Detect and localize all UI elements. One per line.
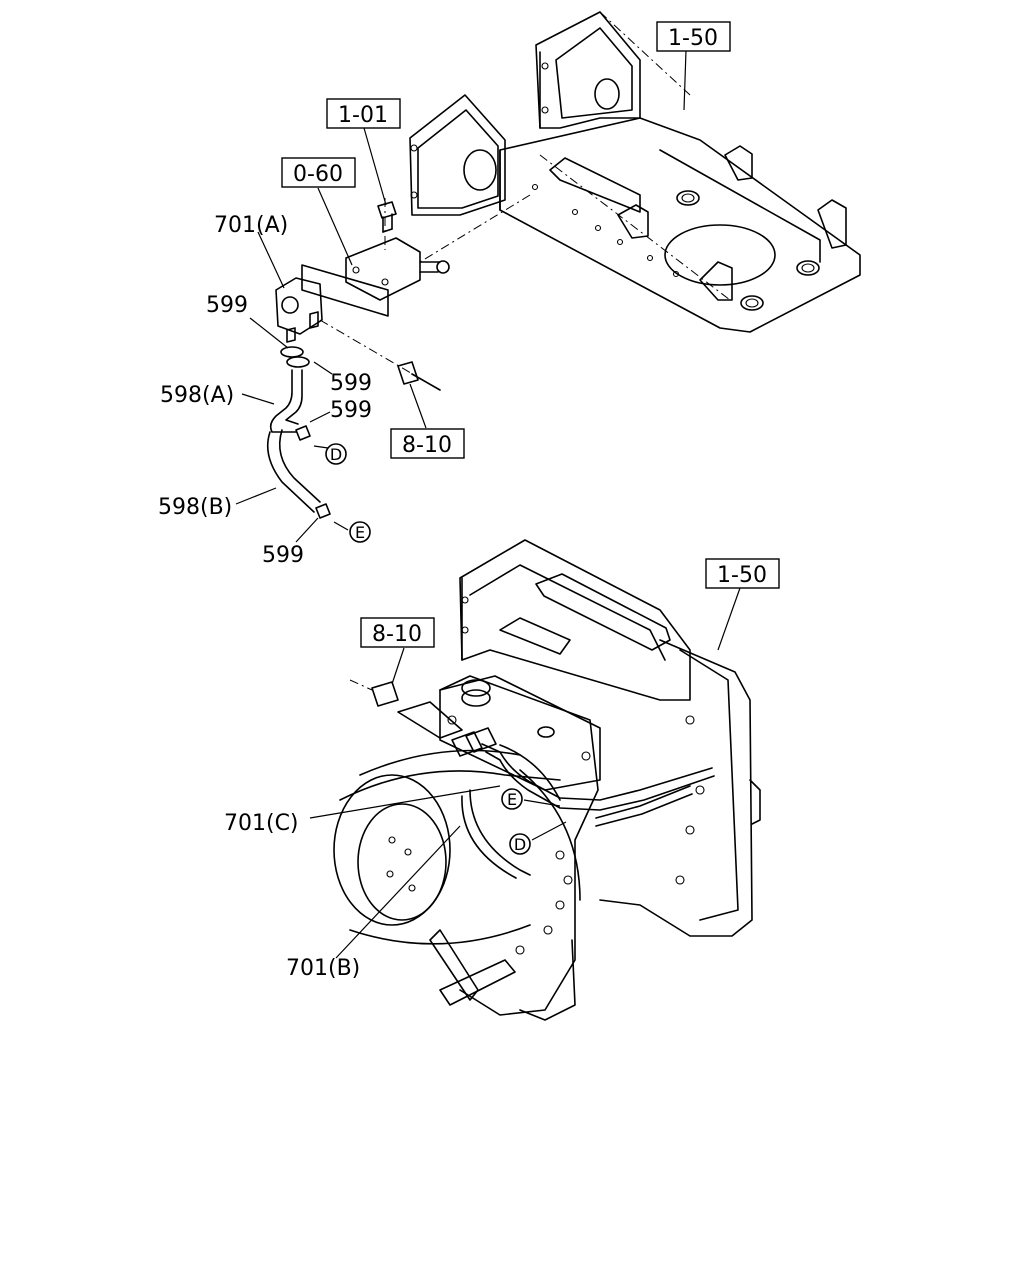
part-label-598a: 598(A) [160, 383, 234, 408]
upper-frame-bracket [409, 11, 861, 333]
part-label-598b: 598(B) [158, 495, 232, 520]
bottom-leaders [309, 587, 741, 959]
ref-box-0-60: 0-60 [281, 157, 356, 188]
marker-letter: E [507, 790, 517, 809]
connector-bottom [349, 679, 497, 757]
ref-box-1-50-bottom: 1-50 [705, 558, 780, 589]
marker-letter: D [330, 445, 342, 464]
ref-label: 1-50 [668, 26, 718, 51]
clamps [280, 346, 331, 519]
ref-box-8-10-bottom: 8-10 [360, 617, 435, 648]
bolt [377, 201, 397, 233]
marker-e-top: E [349, 521, 371, 543]
ref-label: 8-10 [402, 433, 452, 458]
part-label-599: 599 [206, 293, 248, 318]
marker-d-top: D [325, 443, 347, 465]
marker-letter: D [514, 835, 526, 854]
connector-top [397, 361, 441, 391]
part-label-701b: 701(B) [286, 956, 360, 981]
part-label-701c: 701(C) [224, 811, 299, 836]
transmission-assembly [333, 539, 761, 1021]
marker-d-bottom: D [509, 833, 531, 855]
ref-label: 1-50 [717, 563, 767, 588]
part-label-599: 599 [330, 371, 372, 396]
top-leaders [235, 49, 687, 543]
lower-pipes [461, 743, 715, 879]
part-label-599: 599 [330, 398, 372, 423]
marker-e-bottom: E [501, 788, 523, 810]
top-centerlines [319, 11, 731, 391]
ref-box-1-01: 1-01 [326, 98, 401, 129]
ref-label: 1-01 [338, 103, 388, 128]
valve-701a [275, 264, 389, 343]
part-label-599: 599 [262, 543, 304, 568]
ref-box-1-50-top: 1-50 [656, 21, 731, 52]
ref-label: 8-10 [372, 622, 422, 647]
mounting-plate [345, 237, 450, 301]
part-label-701a: 701(A) [214, 213, 288, 238]
ref-label: 0-60 [293, 162, 343, 187]
hoses [266, 369, 321, 513]
marker-letter: E [355, 523, 365, 542]
ref-box-8-10-top: 8-10 [390, 428, 465, 459]
